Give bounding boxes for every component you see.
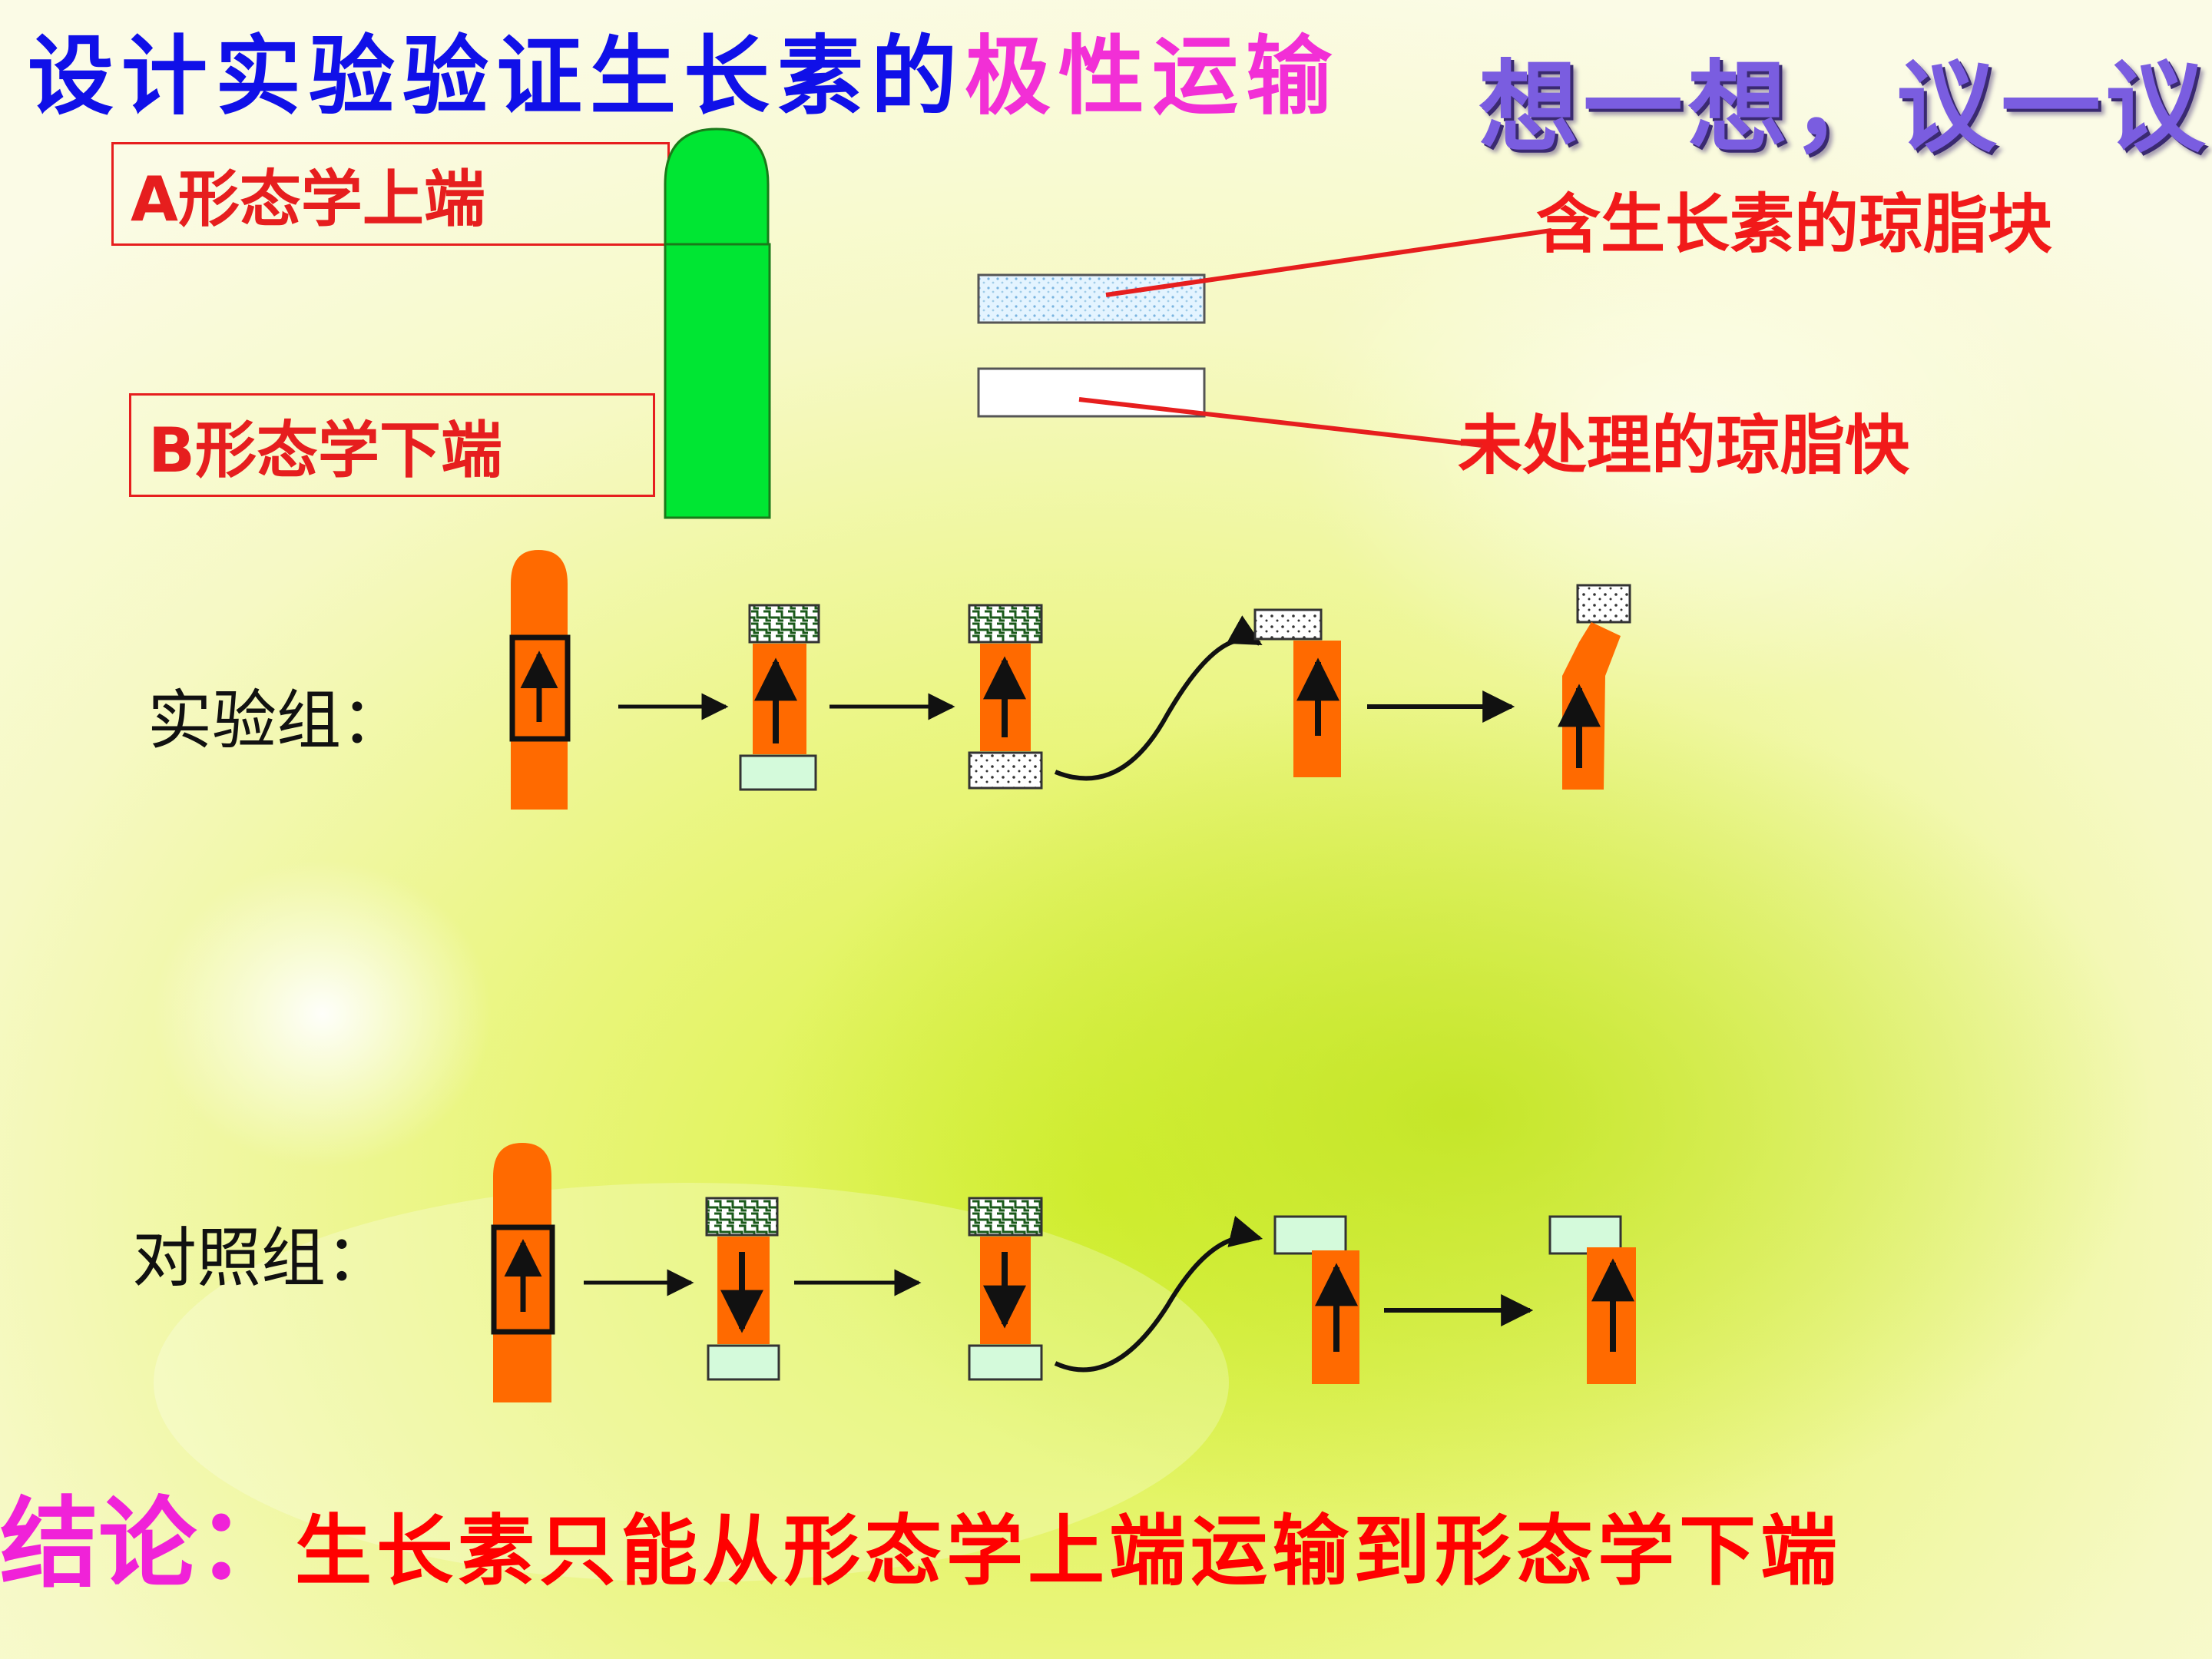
ctrl-stem-5 [1548,1215,1636,1384]
pointer-line-auxin [1105,228,1552,297]
title-main: 设计实验验证生长素的 [28,26,965,127]
conclusion-text: 生长素只能从形态学上端运输到形态学下端 [295,1505,1843,1596]
discussion-badge: 想一想，议一议 [1479,48,2210,166]
exp-stem-5-bent [1558,584,1631,790]
exp-stem-2 [739,604,820,791]
exp-stem-3 [968,604,1043,790]
ctrl-curve-arrow [1054,1215,1263,1373]
ctrl-stem-3 [968,1197,1043,1381]
auxin-agar-legend [977,273,1206,324]
exp-stem-4 [1253,608,1341,777]
label-top-end: A形态学上端 [111,142,670,246]
title-highlight: 极性运输 [965,26,1339,127]
pointer-line-plain [1078,397,1483,448]
conclusion-label: 结论： [0,1486,296,1601]
exp-curve-arrow [1054,615,1263,781]
ctrl-stem-4 [1273,1215,1359,1384]
label-bottom-end: B形态学下端 [129,393,655,497]
label-control-group: 对照组： [132,1220,391,1296]
conclusion: 结论：生长素只能从形态学上端运输到形态学下端 [0,1482,1842,1635]
exp-stem-1 [509,550,571,810]
ctrl-stem-2 [705,1197,780,1381]
label-experimental-group: 实验组： [147,683,406,758]
stem-segment-green [664,127,771,519]
label-plain-agar: 未处理的琼脂快 [1458,408,1910,483]
ctrl-stem-1 [491,1143,555,1402]
page-title: 设计实验验证生长素的极性运输 [28,23,1339,131]
label-auxin-agar: 含生长素的琼脂块 [1536,187,2053,262]
